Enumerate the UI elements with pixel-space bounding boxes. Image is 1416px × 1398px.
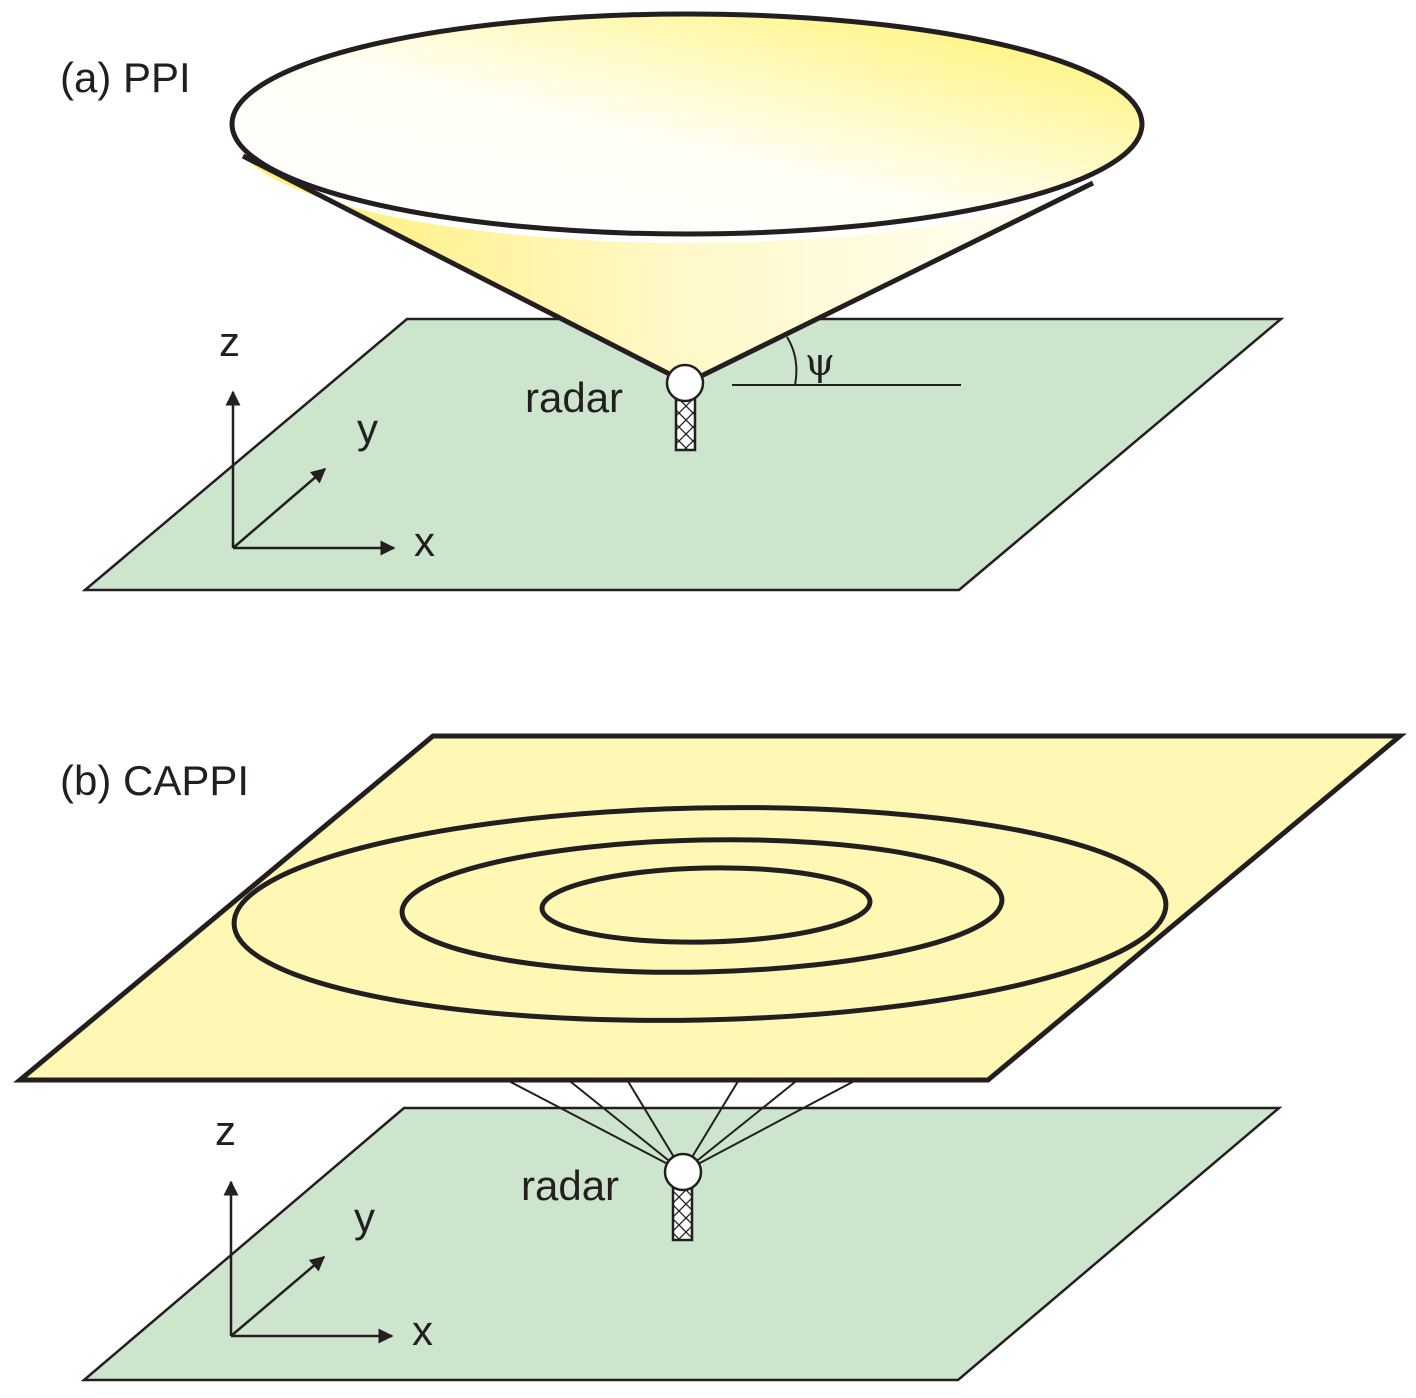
axes-b: z y x xyxy=(215,1107,433,1354)
radar-label-a: radar xyxy=(525,374,623,421)
cone-left-edge xyxy=(241,153,689,386)
cone-body xyxy=(243,156,1093,383)
y-axis-arrow-b xyxy=(230,1256,326,1337)
y-axis-label-a: y xyxy=(357,405,378,452)
cappi-ring-middle xyxy=(399,837,1005,975)
elevation-angle-a: ψ xyxy=(732,336,961,386)
radar-beam xyxy=(682,1077,861,1173)
radar-dish-a xyxy=(665,363,705,403)
x-axis-label-a: x xyxy=(414,518,435,565)
panel-a-ppi: z y x ψ radar (a) PPI xyxy=(60,11,1285,592)
x-axis-label-b: x xyxy=(412,1307,433,1354)
cappi-ring-outer xyxy=(231,805,1169,1023)
panel-title-b: (b) CAPPI xyxy=(60,757,249,804)
radar-label-b: radar xyxy=(521,1162,619,1209)
radar-beam xyxy=(565,1077,684,1173)
z-axis-label-a: z xyxy=(219,318,240,365)
cappi-ring-inner xyxy=(539,865,873,945)
radar-a: radar xyxy=(525,363,705,452)
panel-title-a: (a) PPI xyxy=(60,54,191,101)
ground-plane-b xyxy=(80,1106,1283,1382)
radar-beam xyxy=(502,1077,684,1173)
radar-beam xyxy=(682,1077,801,1173)
ground-plane-a xyxy=(81,317,1285,592)
axes-a: z y x xyxy=(219,318,435,565)
radar-dish-b xyxy=(663,1152,703,1192)
cappi-plane xyxy=(13,733,1407,1083)
z-axis-label-b: z xyxy=(215,1107,236,1154)
radar-tower-a xyxy=(674,396,697,452)
panel-b-cappi: z y x radar (b) CAPPI xyxy=(13,733,1407,1382)
cone-top-ellipse xyxy=(229,11,1145,237)
y-axis-arrow-a xyxy=(232,468,327,549)
elevation-angle-label: ψ xyxy=(805,340,835,384)
cone-right-edge xyxy=(685,180,1095,386)
radar-b: radar xyxy=(521,1152,703,1242)
y-axis-label-b: y xyxy=(354,1194,375,1241)
radar-tower-b xyxy=(671,1186,694,1242)
angle-arc xyxy=(786,336,798,386)
ppi-scan-cone xyxy=(229,11,1145,386)
